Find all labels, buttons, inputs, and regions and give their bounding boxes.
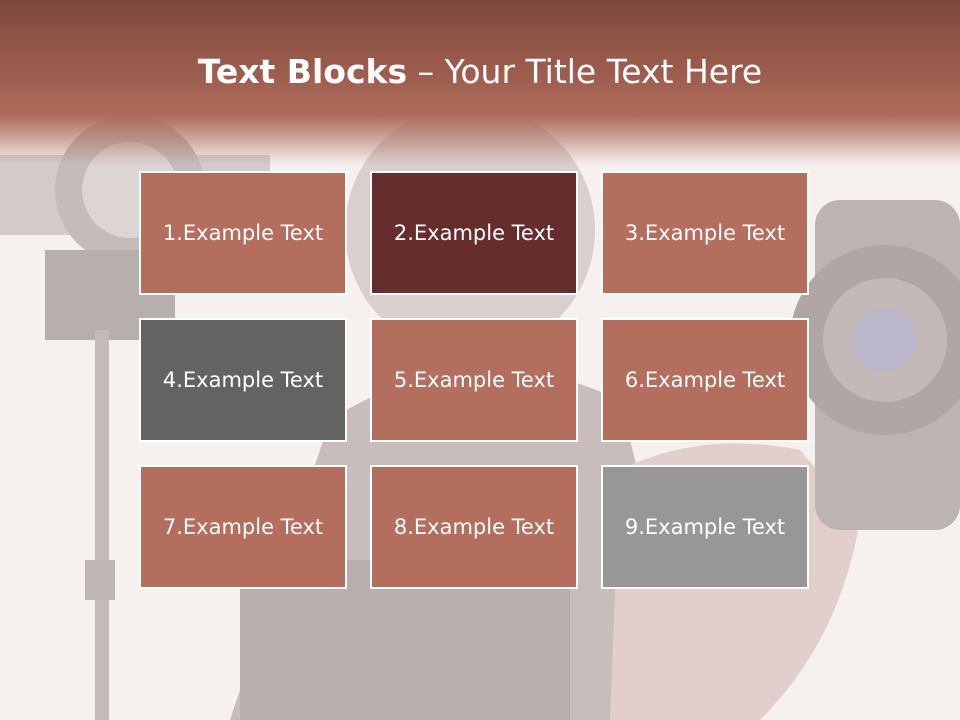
- camera-icon: [790, 200, 960, 530]
- text-block-5[interactable]: 5.Example Text: [370, 318, 578, 442]
- title-bold: Text Blocks: [197, 52, 408, 91]
- text-block-label: 9.Example Text: [624, 515, 786, 539]
- text-block-8[interactable]: 8.Example Text: [370, 465, 578, 589]
- text-block-label: 1.Example Text: [162, 221, 324, 245]
- title-rest: Your Title Text Here: [444, 52, 763, 91]
- text-block-9[interactable]: 9.Example Text: [601, 465, 809, 589]
- text-block-label: 7.Example Text: [162, 515, 324, 539]
- slide-title: Text Blocks – Your Title Text Here: [0, 52, 960, 91]
- title-dash: –: [407, 52, 445, 91]
- text-block-label: 6.Example Text: [624, 368, 786, 392]
- title-band: [0, 0, 960, 165]
- text-block-label: 3.Example Text: [624, 221, 786, 245]
- text-block-label: 4.Example Text: [162, 368, 324, 392]
- text-block-label: 8.Example Text: [393, 515, 555, 539]
- text-block-2[interactable]: 2.Example Text: [370, 171, 578, 295]
- text-block-3[interactable]: 3.Example Text: [601, 171, 809, 295]
- text-block-6[interactable]: 6.Example Text: [601, 318, 809, 442]
- text-block-label: 5.Example Text: [393, 368, 555, 392]
- text-block-7[interactable]: 7.Example Text: [139, 465, 347, 589]
- text-block-4[interactable]: 4.Example Text: [139, 318, 347, 442]
- text-block-1[interactable]: 1.Example Text: [139, 171, 347, 295]
- text-block-label: 2.Example Text: [393, 221, 555, 245]
